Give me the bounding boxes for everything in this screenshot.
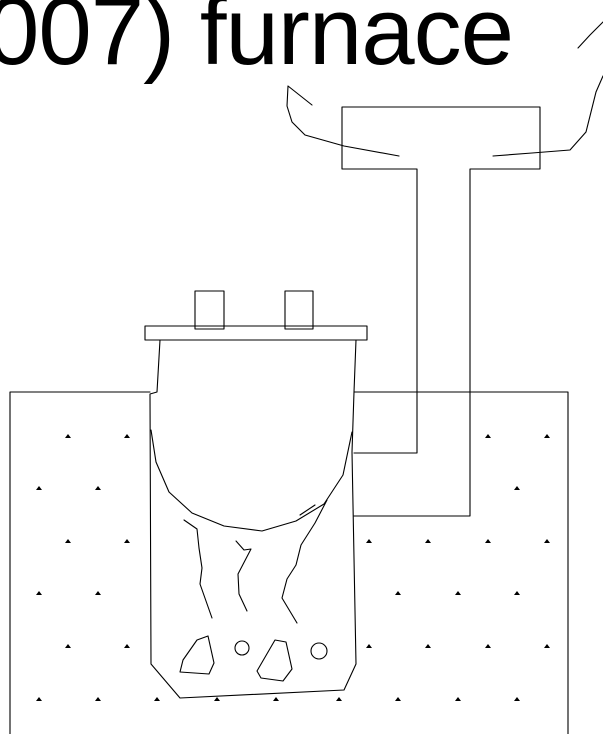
soil-dot — [36, 591, 42, 595]
soil-dot — [514, 486, 520, 490]
soil-dot — [544, 644, 550, 648]
soil-dot — [485, 644, 491, 648]
pot-lid — [144, 325, 368, 341]
soil-dot — [124, 539, 130, 543]
soil-dot — [395, 591, 401, 595]
soil-dot — [514, 591, 520, 595]
crack-line — [183, 519, 213, 619]
soil-dot — [36, 697, 42, 701]
squiggle-left — [286, 85, 400, 157]
ore-lump — [179, 635, 215, 675]
squiggle-right — [492, 75, 603, 157]
soil-dot — [95, 486, 101, 490]
lid-knob-right — [284, 290, 314, 330]
soil-dot — [544, 539, 550, 543]
pot-inner-dome — [150, 429, 353, 532]
soil-dot — [214, 697, 220, 701]
diagram-title: 007) furnace — [0, 0, 514, 85]
soil-dot — [485, 434, 491, 438]
soil-dot — [455, 697, 461, 701]
ground-outline — [9, 391, 569, 734]
soil-dot — [514, 697, 520, 701]
squiggle-corner — [577, 21, 603, 49]
soil-dot — [65, 434, 71, 438]
fire-cracks — [183, 499, 328, 624]
soil-dot — [124, 434, 130, 438]
soil-dot — [425, 539, 431, 543]
soil-dot — [544, 434, 550, 438]
soil-dot — [65, 644, 71, 648]
soil-dot — [36, 486, 42, 490]
soil-dot — [336, 697, 342, 701]
soil-dots — [36, 434, 550, 701]
soil-dot — [95, 697, 101, 701]
soil-dot — [395, 697, 401, 701]
ore-lump — [310, 642, 328, 660]
ground-block — [9, 391, 569, 734]
pot-body — [149, 339, 357, 699]
soil-dot — [65, 539, 71, 543]
soil-dot — [455, 591, 461, 595]
chimney-pipe — [341, 106, 541, 517]
soil-dot — [154, 697, 160, 701]
lid-knob-left — [194, 290, 225, 330]
soil-dot — [366, 644, 372, 648]
furnace-pot — [144, 290, 368, 699]
soil-dot — [95, 591, 101, 595]
ore-lump — [256, 639, 293, 682]
squiggle-lines — [286, 21, 603, 157]
soil-dot — [425, 644, 431, 648]
crack-line — [299, 504, 316, 516]
ore-lumps — [179, 635, 328, 682]
soil-dot — [124, 644, 130, 648]
soil-dot — [366, 539, 372, 543]
crack-line — [281, 499, 328, 624]
ore-lump — [234, 640, 250, 656]
soil-dot — [485, 539, 491, 543]
crack-line — [235, 540, 252, 612]
soil-dot — [273, 697, 279, 701]
